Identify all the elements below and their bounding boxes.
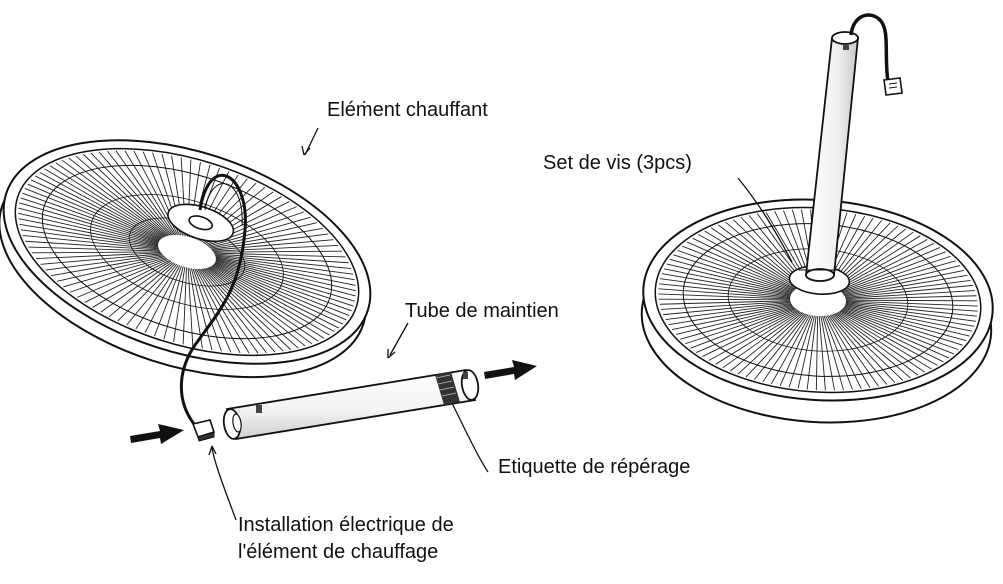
support-tube-label: Tube de maintien — [405, 300, 559, 322]
heating-element-disc-left — [0, 139, 372, 379]
plug-connector-icon — [191, 419, 216, 442]
top-connector-icon — [883, 77, 903, 96]
electrical-installation-label-line2: l'élément de chauffage — [238, 541, 439, 563]
screw-set-label: Set de vis (3pcs) — [543, 152, 692, 174]
top-power-cable — [849, 13, 890, 83]
heating-element-label: Eléṁent chauffant — [327, 99, 488, 121]
heating-element-disc-right — [640, 198, 994, 424]
support-tube-horizontal — [222, 368, 480, 441]
support-tube-vertical — [799, 31, 859, 282]
leader-lines — [208, 127, 793, 521]
power-cable — [179, 173, 247, 425]
insert-arrow-icon — [130, 424, 184, 444]
electrical-installation-label-line1: Installation électrique de — [238, 514, 454, 536]
pull-arrow-icon — [484, 360, 537, 380]
marking-label-label: Etiquette de répérage — [498, 456, 691, 478]
